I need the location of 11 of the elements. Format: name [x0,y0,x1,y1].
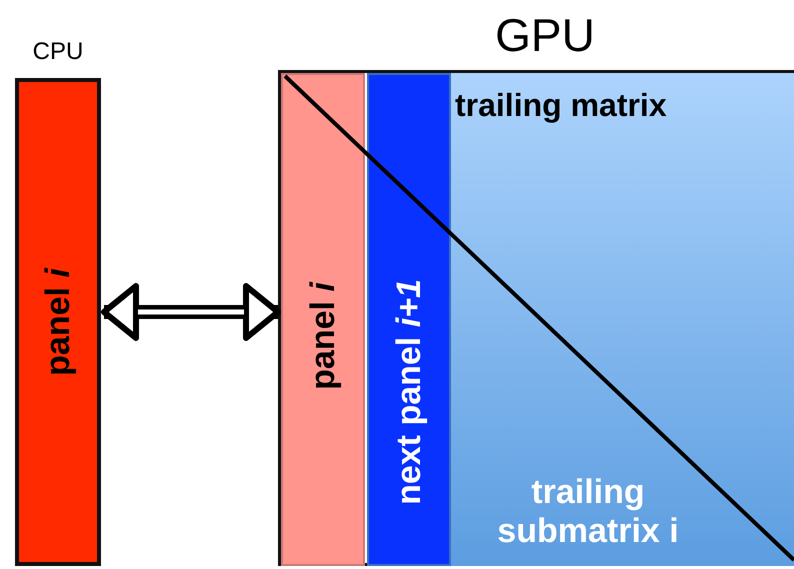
panel-label: panel i [306,282,340,390]
submatrix-label: trailing submatrix i [496,473,680,552]
panel-bar [15,78,101,566]
panel-bar [367,73,451,566]
submatrix-region [451,73,794,566]
next-panel-label: next panel i+1 [392,278,426,504]
gpu-heading: GPU [495,12,595,58]
matrix-title: trailing matrix [455,89,667,121]
panel-bar [281,73,365,566]
panel-label: panel i [41,268,75,376]
cpu-heading: CPU [32,40,84,64]
